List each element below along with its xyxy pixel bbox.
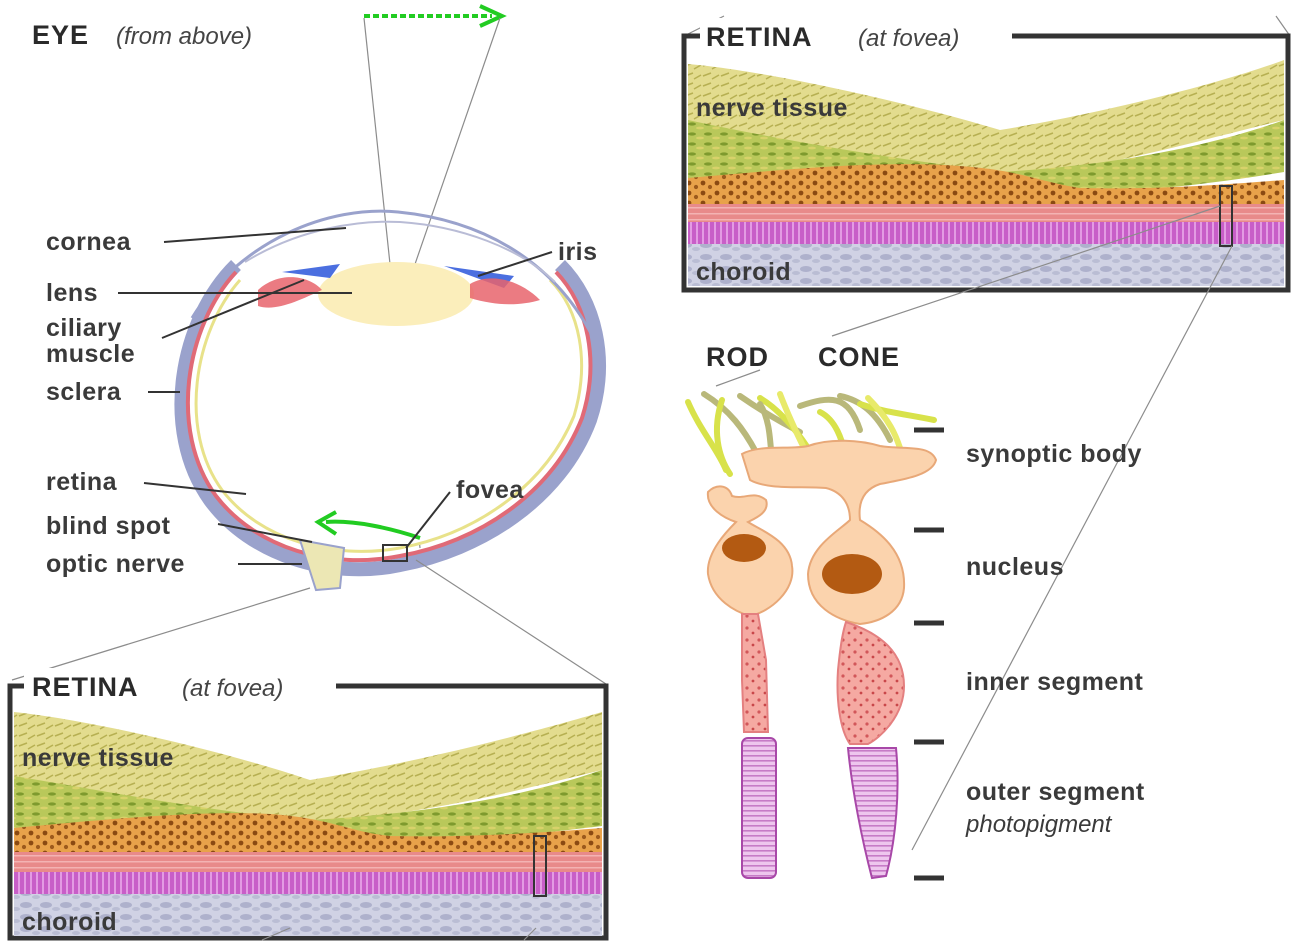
label-synoptic-body: synoptic body [966, 440, 1142, 468]
cone-label: CONE [818, 342, 900, 372]
label-retina: retina [46, 468, 118, 496]
label-fovea: fovea [456, 476, 524, 504]
label-nucleus: nucleus [966, 553, 1064, 581]
eye-group: EYE (from above) [12, 6, 606, 684]
label-photopigment: photopigment [965, 811, 1113, 838]
retina-bottom-title: RETINA [32, 672, 139, 702]
retina-top-title: RETINA [706, 22, 813, 52]
retina-bottom-subtitle: (at fovea) [182, 675, 283, 702]
segment-ticks [914, 430, 944, 878]
eye-title: EYE [32, 20, 89, 50]
retina-panel-bottom: RETINA (at fovea) nerve tissue choroid [10, 668, 606, 940]
rod-label: ROD [706, 342, 769, 372]
label-optic-nerve: optic nerve [46, 550, 185, 578]
zoom-line [912, 246, 1232, 850]
photoreceptor-cells: ROD CONE [688, 342, 1145, 878]
retina-bottom-nerve-tissue: nerve tissue [22, 744, 174, 772]
retina-top-choroid: choroid [696, 258, 791, 286]
eye-subtitle: (from above) [116, 23, 252, 50]
label-lens: lens [46, 279, 98, 307]
retina-top-nerve-tissue: nerve tissue [696, 94, 848, 122]
pointer-iris [478, 252, 552, 276]
retina-top-subtitle: (at fovea) [858, 25, 959, 52]
label-blind-spot: blind spot [46, 512, 171, 540]
retina-bottom-choroid: choroid [22, 908, 117, 936]
label-outer-segment: outer segment [966, 778, 1145, 806]
object-arrow [364, 6, 502, 26]
label-inner-segment: inner segment [966, 668, 1144, 696]
label-iris: iris [558, 238, 598, 266]
eyeball [181, 211, 600, 590]
rod-cell [708, 486, 793, 878]
label-ciliary: ciliary [46, 314, 122, 342]
label-muscle: muscle [46, 340, 135, 368]
label-cornea: cornea [46, 228, 132, 256]
retina-panel-top: RETINA (at fovea) nerve tissue choroid [684, 16, 1290, 850]
pointer-cornea [164, 228, 346, 242]
zoom-line [416, 560, 606, 684]
zoom-line [12, 588, 310, 680]
label-sclera: sclera [46, 378, 122, 406]
